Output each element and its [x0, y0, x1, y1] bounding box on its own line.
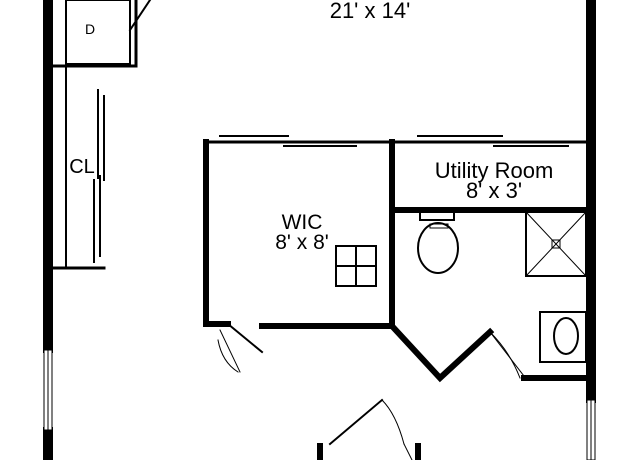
utility-room-label: Utility Room — [434, 158, 554, 183]
sink-basin — [553, 317, 579, 355]
toilet-bowl — [417, 222, 459, 274]
wic-door-leaf — [226, 322, 264, 354]
bath-door-swing — [489, 331, 521, 379]
shower-diag-2 — [525, 211, 587, 277]
wic-door-swing — [217, 339, 239, 373]
dryer-box — [65, 0, 131, 65]
shower-drain — [551, 239, 561, 249]
entry-door-leaf-1 — [328, 398, 384, 446]
dryer-door — [128, 0, 152, 32]
closet-label: CL — [69, 156, 95, 178]
bath-door-leaf — [489, 331, 525, 377]
entry-door-swing — [381, 399, 405, 445]
entry-door-leaf-2 — [403, 443, 413, 460]
main-room-dimensions: 21' x 14' — [329, 0, 411, 23]
toilet-seat — [429, 223, 449, 229]
toilet-tank — [419, 211, 455, 221]
utility-room-dimensions: 8' x 3' — [465, 178, 523, 203]
wic-dimensions: 8' x 8' — [275, 231, 329, 254]
wic-door-panel — [219, 329, 241, 373]
bath-angled-wall — [387, 321, 495, 383]
shower — [525, 211, 587, 277]
dryer-label: D — [84, 21, 96, 37]
vanity — [539, 311, 587, 363]
wic-label: WIC — [281, 211, 323, 234]
